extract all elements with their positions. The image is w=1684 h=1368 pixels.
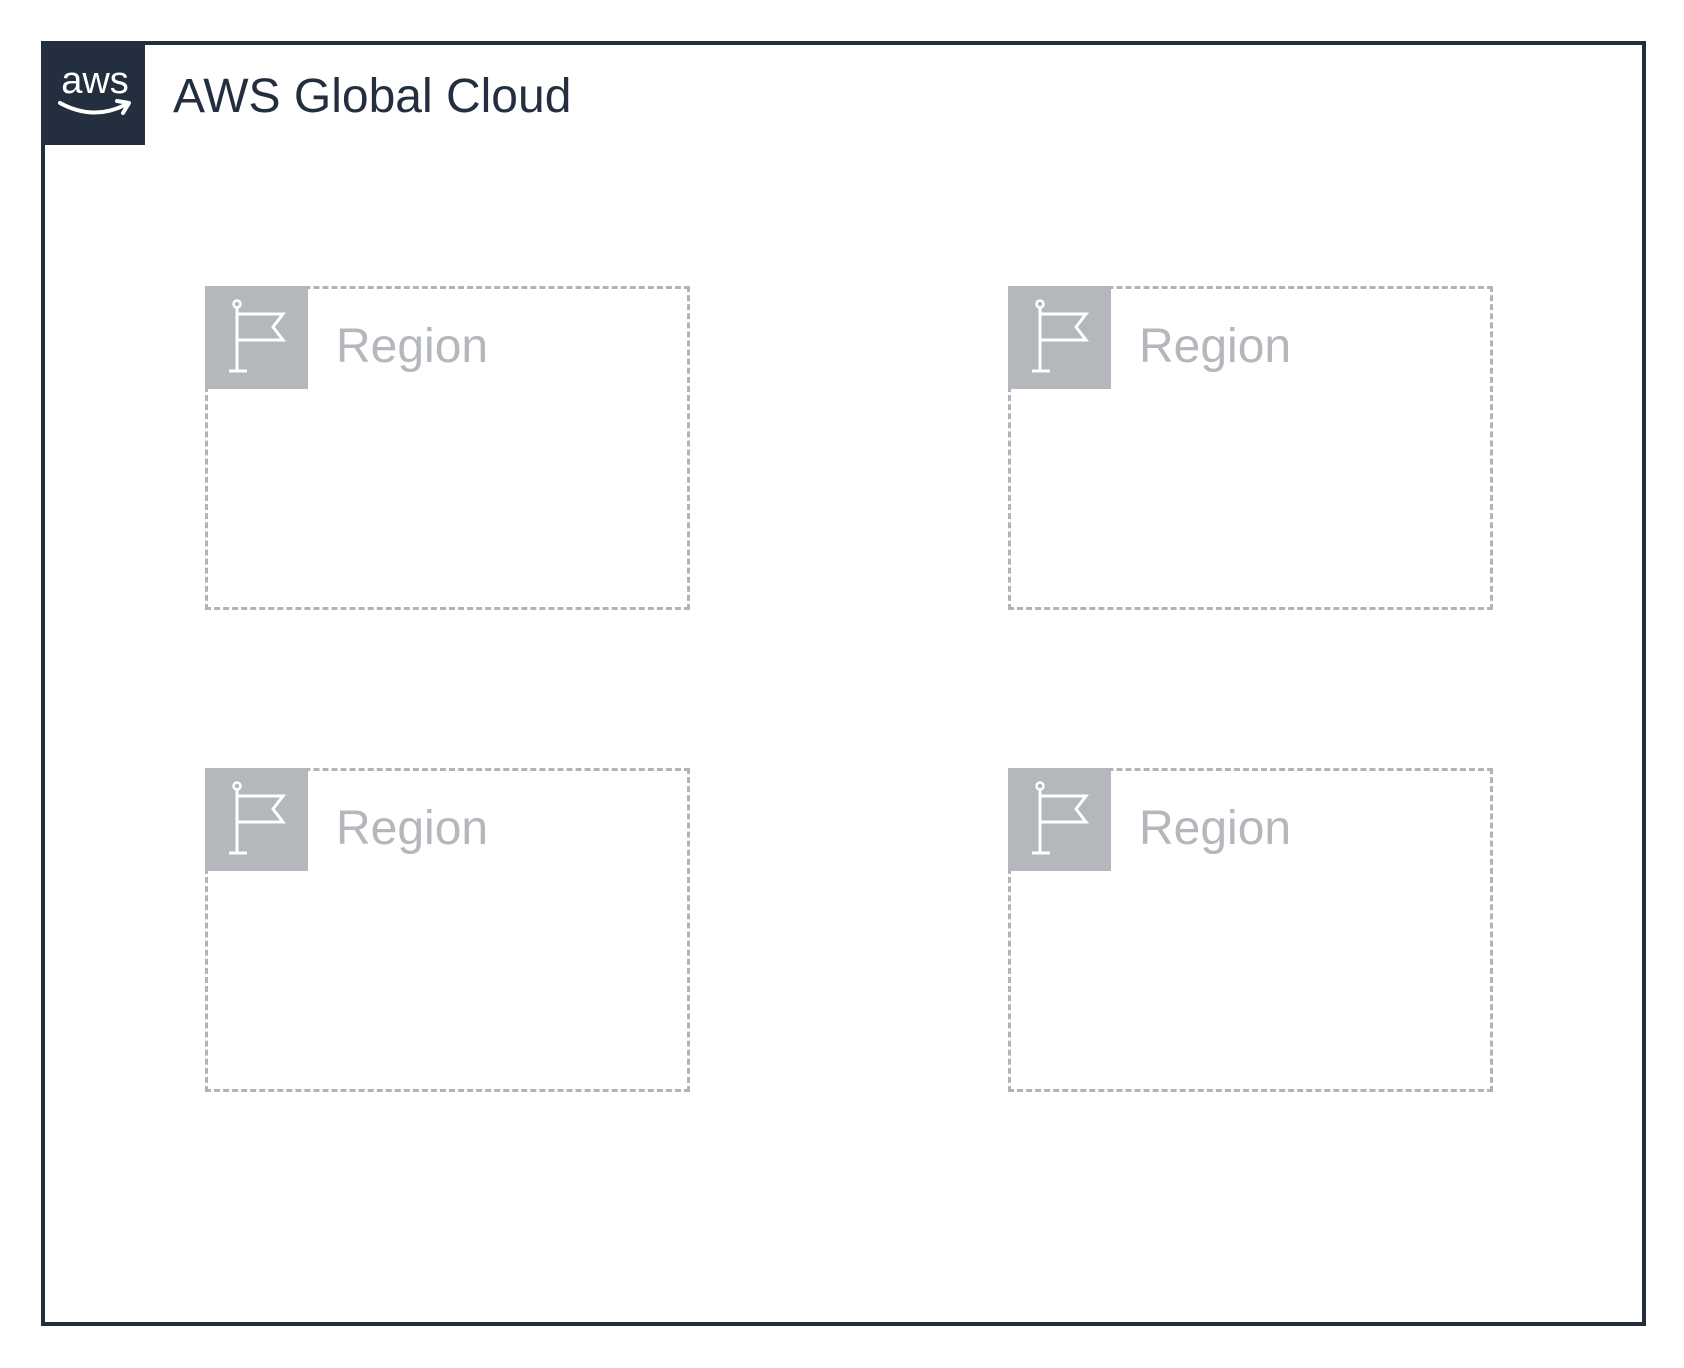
region-group: Region xyxy=(1008,286,1493,610)
region-label: Region xyxy=(336,320,489,373)
region-group: Region xyxy=(205,286,690,610)
cloud-title: AWS Global Cloud xyxy=(173,70,572,123)
region-group: Region xyxy=(1008,768,1493,1092)
svg-text:aws: aws xyxy=(61,60,129,102)
flag-icon xyxy=(205,286,308,389)
aws-global-cloud-group: aws AWS Global Cloud Region Region xyxy=(41,41,1646,1326)
region-label: Region xyxy=(1139,320,1292,373)
region-group: Region xyxy=(205,768,690,1092)
region-label: Region xyxy=(336,802,489,855)
aws-logo-icon: aws xyxy=(45,45,145,145)
region-label: Region xyxy=(1139,802,1292,855)
flag-icon xyxy=(1008,768,1111,871)
flag-icon xyxy=(205,768,308,871)
flag-icon xyxy=(1008,286,1111,389)
